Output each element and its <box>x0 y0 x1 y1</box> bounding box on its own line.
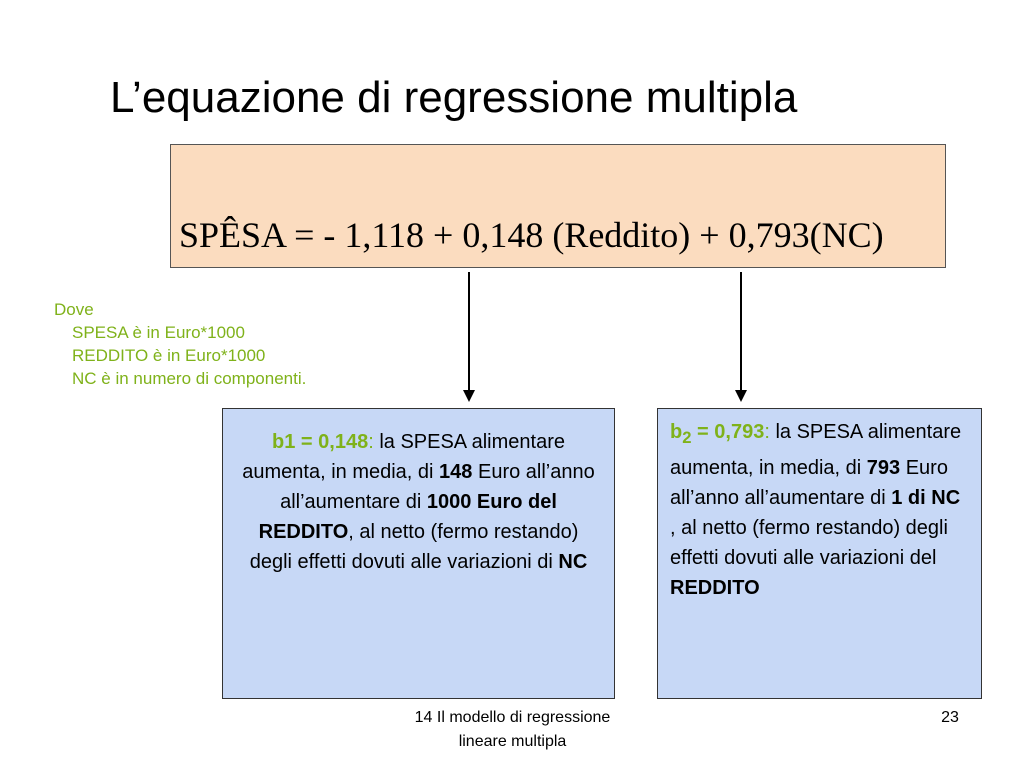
arrow-right-line <box>740 272 742 392</box>
arrow-left-head <box>463 390 475 402</box>
b2-text-2: Euro all’anno all’aumentare di <box>670 457 948 509</box>
b1-bold-148: 148 <box>439 461 473 483</box>
footer-line-2: lineare multipla <box>458 733 567 750</box>
b2-bold-nc: 1 di NC <box>891 487 961 509</box>
b1-text-3: , al netto (fermo restando) degli effett… <box>249 521 579 573</box>
coef-b2-subscript: 2 <box>682 428 692 447</box>
b1-text-1: la SPESA alimentare aumenta, in media, d… <box>242 431 565 483</box>
note-spesa: SPESA è in Euro*1000 <box>72 323 245 342</box>
b1-bold-reddito: 1000 Euro del REDDITO <box>258 491 557 543</box>
note-nc: NC è in numero di componenti. <box>72 369 307 388</box>
footer-line-1: 14 Il modello di regressione <box>414 709 611 726</box>
b1-text-2: Euro all’anno all’aumentare di <box>280 461 595 513</box>
notes-heading: Dove <box>54 300 94 319</box>
footer-title: 14 Il modello di regressione lineare mul… <box>380 706 645 754</box>
equation-box: SPÊSA = - 1,118 + 0,148 (Reddito) + 0,79… <box>170 144 946 268</box>
coef-b1-colon: : <box>368 431 374 453</box>
coef-b2-b: b <box>670 421 683 443</box>
coef-b1-label: b1 = 0,148 <box>272 431 369 453</box>
interpretation-box-b1: b1 = 0,148: la SPESA alimentare aumenta,… <box>222 408 615 699</box>
note-reddito: REDDITO è in Euro*1000 <box>72 346 266 365</box>
b2-bold-793: 793 <box>866 457 901 479</box>
coef-b2-value: = 0,793 <box>691 421 765 443</box>
interpretation-box-b2: b2 = 0,793: la SPESA alimentare aumenta,… <box>657 408 982 699</box>
variable-notes: Dove SPESA è in Euro*1000 REDDITO è in E… <box>54 298 306 390</box>
b2-text-3: , al netto (fermo restando) degli effett… <box>670 517 948 569</box>
b2-bold-reddito: REDDITO <box>670 577 760 599</box>
b2-text-1: la SPESA alimentare aumenta, in media, d… <box>670 421 962 479</box>
arrow-left-line <box>468 272 470 392</box>
arrow-right-head <box>735 390 747 402</box>
b1-bold-nc: NC <box>558 551 588 573</box>
regression-equation: SPÊSA = - 1,118 + 0,148 (Reddito) + 0,79… <box>179 215 884 255</box>
slide-title: L’equazione di regressione multipla <box>110 73 798 122</box>
coef-b2-colon: : <box>764 421 770 443</box>
page-number: 23 <box>941 709 959 726</box>
